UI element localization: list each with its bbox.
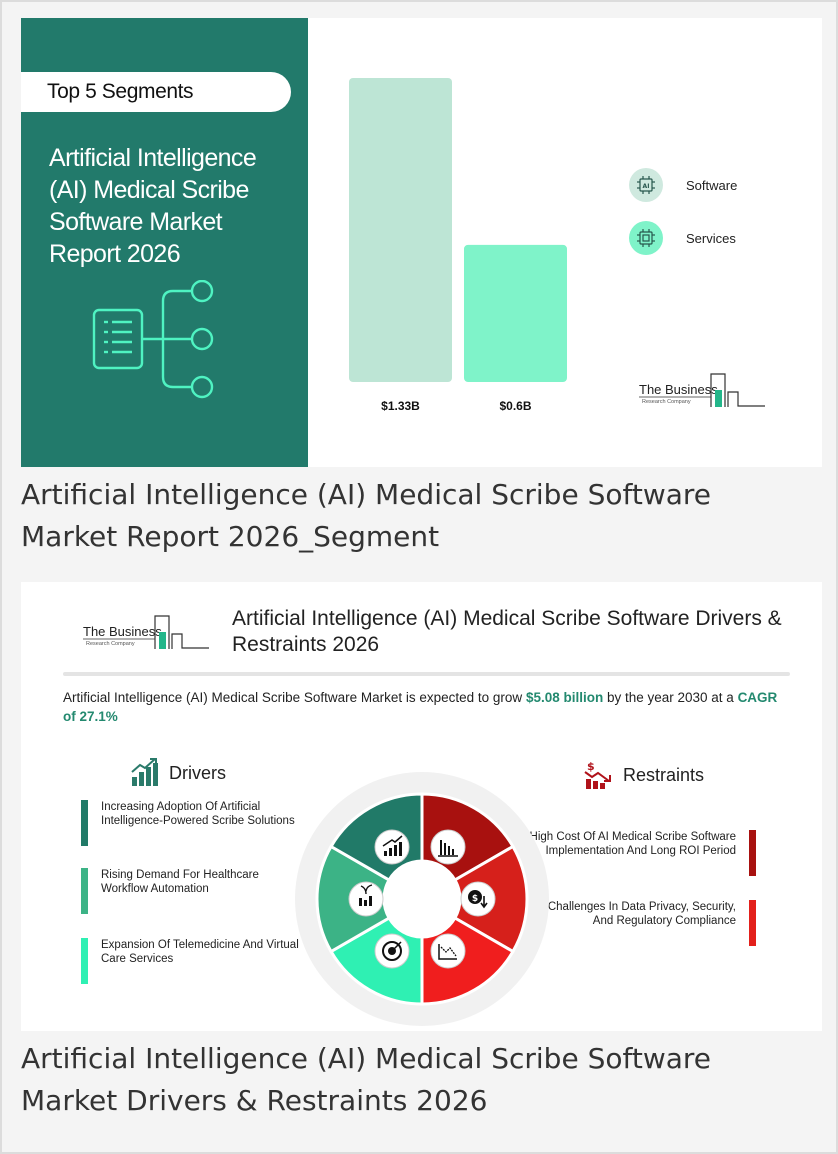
circuit-chip-icon: [629, 221, 663, 255]
restraints-label: Restraints: [623, 764, 705, 785]
segment-bar-chart: $1.33B $0.6B: [349, 78, 567, 413]
growth-text: Artificial Intelligence (AI) Medical Scr…: [63, 690, 526, 705]
driver-text: Increasing Adoption Of Artificial Intell…: [101, 801, 295, 827]
bar-value-label: $1.33B: [381, 399, 420, 413]
drivers-restraints-card[interactable]: The Business Research Company Artificial…: [21, 582, 822, 1031]
segments-label: Top 5 Segments: [47, 80, 194, 103]
bar-growth-icon: [131, 758, 158, 786]
drivers-label: Drivers: [169, 762, 226, 783]
legend-label: Software: [686, 177, 738, 193]
trend-up-icon: [374, 829, 410, 865]
segment-caption: Artificial Intelligence (AI) Medical Scr…: [21, 478, 712, 553]
target-icon: [374, 933, 410, 969]
driver-text: Rising Demand For Healthcare Workflow Au…: [101, 869, 259, 895]
bar-software: [349, 78, 452, 382]
growth-cagr: CAGR of 27.1%: [63, 690, 778, 724]
brand-name: The Business: [83, 624, 162, 639]
document-tree-icon: [92, 280, 214, 399]
drivers-heading: Drivers: [129, 757, 226, 789]
declining-chart-icon: $: [584, 760, 611, 789]
ai-chip-icon: AI: [629, 168, 663, 202]
bar-chart-icon: [430, 829, 466, 865]
svg-text:$: $: [587, 760, 595, 773]
restraint-bar: [749, 900, 756, 946]
svg-text:$: $: [472, 894, 478, 904]
restraint-text: High Cost Of AI Medical Scribe Software …: [529, 831, 736, 857]
restraint-text: Challenges In Data Privacy, Security, An…: [547, 901, 736, 927]
bar-value-label: $0.6B: [499, 399, 531, 413]
brand-logo: The Business Research Company: [83, 615, 209, 649]
legend-item-services: Services: [629, 221, 736, 255]
drivers-restraints-title: Artificial Intelligence (AI) Medical Scr…: [232, 607, 782, 656]
report-title: Artificial Intelligence (AI) Medical Scr…: [49, 144, 257, 268]
legend-label: Services: [686, 230, 736, 246]
brand-name: The Business: [639, 382, 718, 397]
segments-pill: Top 5 Segments: [21, 72, 291, 112]
driver-bar: [81, 800, 88, 846]
driver-bar: [81, 938, 88, 984]
brand-sub: Research Company: [642, 399, 691, 405]
growth-amount: $5.08 billion: [525, 690, 604, 705]
driver-bar: [81, 868, 88, 914]
legend-item-software: AI Software: [629, 168, 737, 202]
growth-text: by the year 2030 at a: [603, 690, 738, 705]
dollar-down-icon: $: [460, 881, 496, 917]
restraints-heading: $ Restraints: [583, 759, 704, 791]
brand-sub: Research Company: [86, 641, 135, 647]
brand-logo: The Business Research Company: [639, 373, 765, 407]
chart-decline-icon: [430, 933, 466, 969]
drivers-restraints-wheel: $: [295, 772, 549, 1026]
report-panel: Top 5 Segments Artificial Intelligence (…: [21, 18, 308, 467]
segment-card[interactable]: Top 5 Segments Artificial Intelligence (…: [21, 18, 822, 467]
drivers-restraints-caption: Artificial Intelligence (AI) Medical Scr…: [21, 1042, 712, 1117]
svg-text:AI: AI: [643, 183, 650, 190]
header-divider: [63, 672, 790, 676]
restraint-bar: [749, 830, 756, 876]
plant-growth-icon: [348, 881, 384, 917]
growth-statement: Artificial Intelligence (AI) Medical Scr…: [63, 688, 793, 726]
driver-text: Expansion Of Telemedicine And Virtual Ca…: [101, 939, 299, 965]
bar-services: [464, 244, 567, 382]
